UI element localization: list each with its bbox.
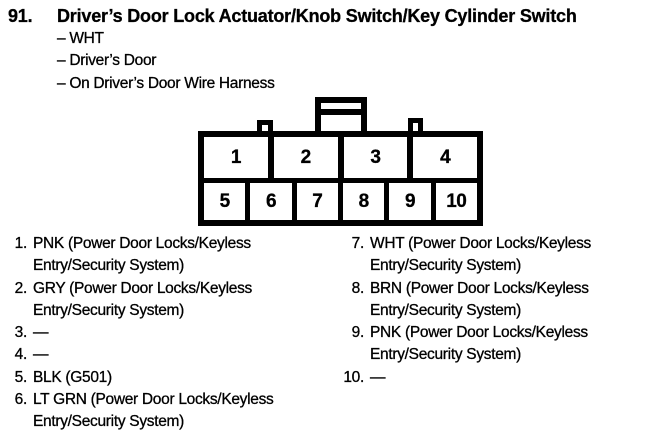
pin-cell-3: 3	[370, 146, 381, 168]
page-title: Driver’s Door Lock Actuator/Knob Switch/…	[57, 6, 577, 26]
pin-label: BLK (G501)	[33, 368, 112, 386]
pin-label: —	[33, 324, 49, 342]
pin-number: 5.	[14, 368, 28, 386]
cell-divider	[291, 183, 297, 220]
pin-row-top: 1 2 3 4	[204, 137, 477, 178]
entry-details: – WHT – Driver’s Door – On Driver’s Door…	[57, 28, 275, 95]
pin-item-6: 6. LT GRN (Power Door Locks/Keyless Entr…	[2, 389, 336, 434]
pin-number: 8.	[351, 279, 365, 297]
pin-label: PNK (Power Door Locks/Keyless Entry/Secu…	[370, 324, 588, 364]
pin-cell-7: 7	[312, 190, 323, 212]
connector-diagram: 1 2 3 4 5 6 7 8 9 10	[198, 97, 483, 226]
cell-divider	[384, 183, 390, 220]
pin-item-5: 5. BLK (G501)	[2, 367, 336, 389]
pin-label: PNK (Power Door Locks/Keyless Entry/Secu…	[33, 235, 251, 275]
pin-list-right: 7. WHT (Power Door Locks/Keyless Entry/S…	[339, 233, 672, 389]
connector-body: 1 2 3 4 5 6 7 8 9 10	[198, 131, 483, 226]
entry-number: 91.	[8, 6, 33, 26]
pin-label: —	[33, 346, 49, 364]
detail-wire-color: – WHT	[57, 30, 104, 47]
detail-location: – Driver’s Door	[57, 52, 157, 70]
pin-cell-6: 6	[265, 190, 277, 212]
pin-cell-1: 1	[230, 146, 242, 168]
pin-item-10: 10. —	[339, 367, 672, 389]
cell-divider	[430, 183, 436, 220]
pin-number: 10.	[343, 368, 364, 386]
pin-number: 1.	[14, 235, 28, 252]
pin-label: BRN (Power Door Locks/Keyless Entry/Secu…	[370, 279, 589, 319]
pin-item-2: 2. GRY (Power Door Locks/Keyless Entry/S…	[2, 278, 336, 323]
alignment-bump-left	[257, 120, 273, 131]
alignment-bump-right	[408, 118, 423, 131]
pin-cell-4: 4	[440, 146, 451, 168]
row-divider	[204, 178, 477, 183]
pin-cell-9: 9	[404, 190, 416, 212]
pin-number: 7.	[351, 235, 365, 252]
pin-label: —	[370, 368, 386, 386]
pin-list-left: 1. PNK (Power Door Locks/Keyless Entry/S…	[2, 233, 336, 434]
pin-cell-10: 10	[446, 190, 467, 212]
pin-label: GRY (Power Door Locks/Keyless Entry/Secu…	[33, 279, 253, 319]
pin-number: 2.	[14, 279, 28, 297]
pin-label: LT GRN (Power Door Locks/Keyless Entry/S…	[33, 391, 274, 431]
connector-latch-tab	[315, 97, 367, 131]
detail-harness: – On Driver’s Door Wire Harness	[57, 74, 275, 92]
cell-divider	[245, 183, 251, 220]
pin-number: 6.	[14, 391, 28, 409]
pin-item-1: 1. PNK (Power Door Locks/Keyless Entry/S…	[2, 233, 336, 278]
pin-item-4: 4. —	[2, 344, 336, 366]
pin-cell-5: 5	[219, 190, 230, 212]
pin-number: 3.	[14, 324, 28, 342]
pin-item-3: 3. —	[2, 322, 336, 344]
latch-slot-bar	[321, 109, 361, 115]
pin-number: 9.	[351, 324, 365, 342]
pin-row-bottom: 5 6 7 8 9 10	[204, 183, 477, 220]
pin-item-8: 8. BRN (Power Door Locks/Keyless Entry/S…	[339, 278, 672, 323]
pin-number: 4.	[14, 346, 28, 364]
pin-item-9: 9. PNK (Power Door Locks/Keyless Entry/S…	[339, 322, 672, 367]
cell-divider	[337, 183, 343, 220]
pin-cell-8: 8	[358, 190, 369, 212]
cell-divider	[407, 137, 414, 178]
cell-divider	[337, 137, 344, 178]
pin-item-7: 7. WHT (Power Door Locks/Keyless Entry/S…	[339, 233, 672, 278]
pin-cell-2: 2	[300, 146, 311, 168]
pin-label: WHT (Power Door Locks/Keyless Entry/Secu…	[370, 235, 592, 275]
cell-divider	[267, 137, 274, 178]
